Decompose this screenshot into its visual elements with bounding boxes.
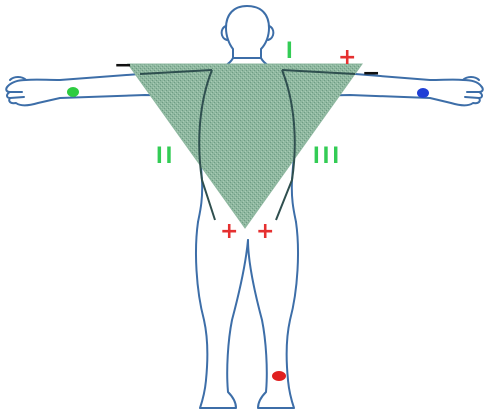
lead-III-positive-sign: +: [256, 219, 274, 244]
lead-I-positive-sign: +: [338, 45, 356, 70]
right-arm-electrode-icon: [67, 87, 79, 97]
right-leg-outline: [196, 222, 248, 408]
lead-I-label: I: [286, 37, 296, 64]
lead-III-negative-sign: −: [362, 61, 380, 86]
lead-III-label: III: [313, 142, 342, 169]
lead-II-label: II: [156, 142, 175, 169]
lead-II-positive-sign: +: [220, 219, 238, 244]
lead-I-negative-sign: −: [114, 53, 132, 78]
left-leg-outline: [248, 222, 298, 408]
head-outline: [226, 6, 269, 58]
left-leg-electrode-icon: [272, 371, 286, 381]
left-arm-electrode-icon: [417, 88, 429, 98]
